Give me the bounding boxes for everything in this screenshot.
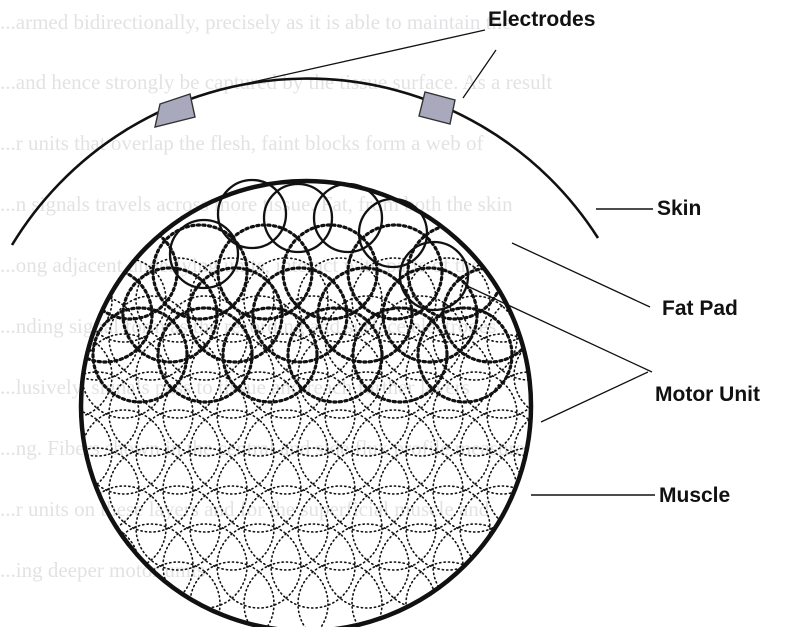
motor-unit-circle (325, 372, 409, 456)
muscle-label: Muscle (659, 484, 730, 508)
motor-unit-circle (298, 410, 382, 494)
motor-unit-circle (514, 562, 598, 627)
motor-unit-circle (190, 334, 274, 418)
motor-unit-circle (325, 448, 409, 532)
motor-unit-circle (271, 448, 355, 532)
motor-unit-circle (487, 524, 571, 608)
motor-unit-circle (379, 448, 463, 532)
motor-unit-circle (379, 372, 463, 456)
fat-pad-label: Fat Pad (662, 297, 738, 321)
motor-unit-circle (379, 524, 463, 608)
motor-unit-circle (406, 410, 490, 494)
motor-unit-leader-bottom (541, 372, 648, 422)
motor-unit-circle (218, 180, 286, 248)
motor-unit-circle (170, 220, 238, 288)
motor-unit-circle (271, 372, 355, 456)
motor-unit-circle (325, 524, 409, 608)
motor-unit-circle (406, 486, 490, 570)
motor-unit-circle (82, 486, 166, 570)
motor-unit-circle (244, 486, 328, 570)
motor-unit-circle (406, 562, 490, 627)
motor-unit-circle (244, 562, 328, 627)
motor-unit-circle (244, 410, 328, 494)
motor-unit-circle (314, 184, 382, 252)
motor-unit-circle (55, 524, 139, 608)
electrode-right (419, 92, 455, 124)
motor-unit-circle (514, 334, 598, 418)
fat-pad-leader (512, 243, 650, 307)
motor-unit-circle (136, 562, 220, 627)
motor-unit-circle (163, 524, 247, 608)
motor-unit-circle (348, 225, 442, 319)
motor-unit-circle (514, 486, 598, 570)
motor-unit-circle (514, 258, 598, 342)
motor-unit-circle (298, 562, 382, 627)
motor-unit-circle (433, 524, 517, 608)
electrodes-leader-left (226, 30, 485, 88)
motor-unit-label: Motor Unit (655, 383, 760, 407)
motor-unit-circle (217, 524, 301, 608)
motor-unit-circle (190, 410, 274, 494)
motor-unit-circle (55, 372, 139, 456)
motor-unit-circle (83, 225, 177, 319)
skin-label: Skin (657, 197, 701, 221)
motor-unit-circle (271, 524, 355, 608)
motor-unit-circle (190, 486, 274, 570)
motor-unit-circle (352, 258, 436, 342)
motor-unit-circle (217, 372, 301, 456)
motor-unit-circle (136, 334, 220, 418)
motor-unit-circle (28, 410, 112, 494)
motor-unit-circle (433, 448, 517, 532)
motor-unit-circle (298, 486, 382, 570)
electrodes-label: Electrodes (488, 8, 595, 32)
motor-unit-circle (217, 448, 301, 532)
motor-unit-circle (352, 486, 436, 570)
motor-unit-circle (163, 448, 247, 532)
motor-unit-circle (352, 410, 436, 494)
motor-unit-circle (460, 562, 544, 627)
motor-unit-circle (433, 372, 517, 456)
skin-layer (12, 79, 598, 245)
electrode-left (155, 94, 195, 127)
motor-unit-circle (136, 486, 220, 570)
motor-unit-circle (352, 562, 436, 627)
motor-unit-circle (264, 184, 332, 252)
electrodes-leader-right (463, 50, 496, 98)
motor-unit-circle (109, 448, 193, 532)
motor-unit-circle (136, 410, 220, 494)
motor-unit-circle (28, 562, 112, 627)
motor-unit-circle (109, 372, 193, 456)
